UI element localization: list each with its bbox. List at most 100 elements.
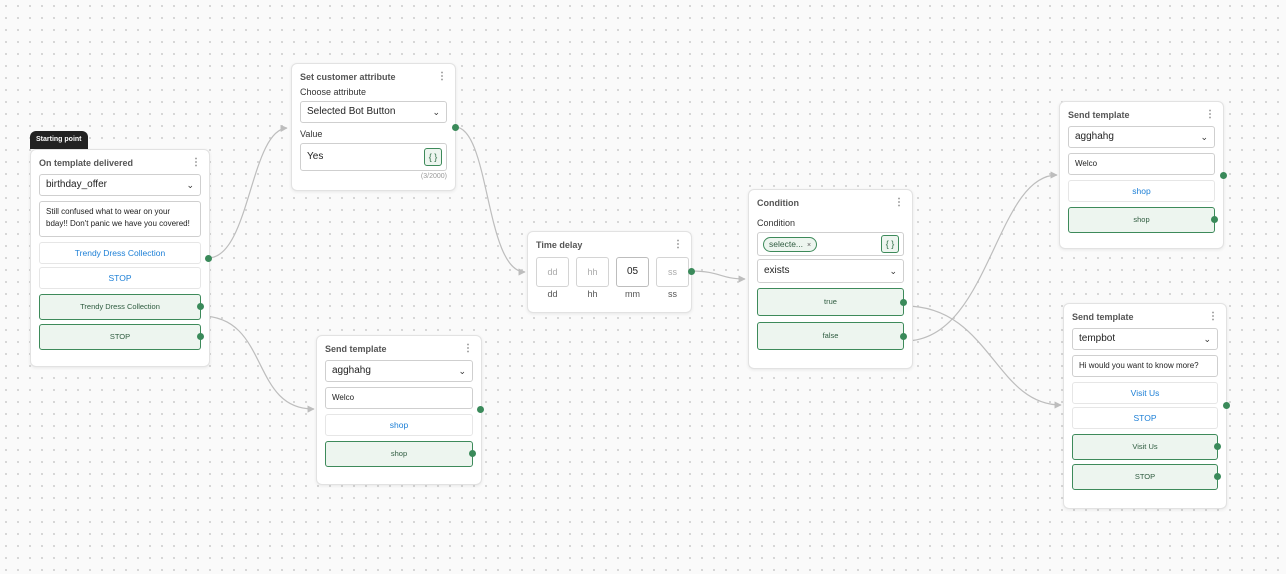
template-message: Welco [1068,153,1215,175]
send-template-title: Send template [1072,312,1134,322]
attribute-select-value: Selected Bot Button [307,106,396,117]
output-port[interactable] [469,450,476,457]
delay-minutes-label: mm [625,289,640,299]
kebab-menu-icon[interactable]: ⋮ [463,343,473,354]
start-node[interactable]: On template delivered ⋮ birthday_offer ⌄… [30,149,212,367]
reply-button-shop[interactable]: shop [1068,207,1218,233]
edge-start-link-to-attribute [207,124,288,259]
send-template-node-right[interactable]: Send template ⋮ tempbot ⌄ Hi would you w… [1063,303,1230,509]
template-select-value: agghahg [1075,131,1114,142]
branch-label: false [822,331,839,340]
edge-start-reply-to-send-template [200,315,315,413]
reply-button-stop[interactable]: STOP [1072,464,1221,490]
template-message: Still confused what to wear on your bday… [39,201,201,237]
link-button-stop[interactable]: STOP [39,267,201,289]
kebab-menu-icon[interactable]: ⋮ [673,239,683,250]
reply-button-label: shop [1133,215,1150,224]
value-label: Value [300,129,323,139]
template-message: Welco [325,387,473,409]
close-icon[interactable]: × [807,242,812,249]
reply-button-visit-us[interactable]: Visit Us [1072,434,1221,460]
output-port[interactable] [452,124,459,131]
reply-button-shop[interactable]: shop [325,441,476,467]
kebab-menu-icon[interactable]: ⋮ [1208,311,1218,322]
kebab-menu-icon[interactable]: ⋮ [1205,109,1215,120]
reply-button-stop[interactable]: STOP [39,324,204,350]
template-select[interactable]: agghahg ⌄ [1068,126,1215,148]
output-port[interactable] [1211,216,1218,223]
branch-label: true [824,297,837,306]
time-delay-node[interactable]: Time delay ⋮ dd dd hh hh 05 mm ss ss [527,231,695,313]
link-output-port[interactable] [1220,172,1227,179]
condition-title: Condition [757,198,799,208]
output-port[interactable] [900,333,907,340]
kebab-menu-icon[interactable]: ⋮ [437,71,447,82]
reply-button-label: STOP [1134,472,1156,481]
link-button-visit-us[interactable]: Visit Us [1072,382,1218,404]
variable-braces-icon[interactable]: { } [424,148,442,166]
edge-condition-false-to-send-template [904,305,1062,409]
start-node-title: On template delivered [39,158,134,168]
output-port[interactable] [197,333,204,340]
link-button-stop[interactable]: STOP [1072,407,1218,429]
operator-select[interactable]: exists ⌄ [757,259,904,283]
branch-true-button[interactable]: true [757,288,907,316]
delay-hours-label: hh [587,289,598,299]
variable-chip[interactable]: selecte...× [763,237,818,252]
output-port[interactable] [900,299,907,306]
link-button-trendy-dress-collection[interactable]: Trendy Dress Collection [39,242,201,264]
kebab-menu-icon[interactable]: ⋮ [191,157,201,168]
link-output-port[interactable] [1223,402,1230,409]
character-counter: (3/2000) [420,173,447,180]
chevron-down-icon: ⌄ [1200,132,1208,142]
branch-false-button[interactable]: false [757,322,907,350]
time-delay-title: Time delay [536,240,583,250]
attribute-value-text: Yes [307,151,324,162]
link-output-port[interactable] [477,406,484,413]
reply-button-trendy-dress-collection[interactable]: Trendy Dress Collection [39,294,204,320]
chevron-down-icon: ⌄ [432,107,440,117]
delay-minutes-input[interactable]: 05 [616,257,649,287]
template-message: Hi would you want to know more? [1072,355,1218,377]
kebab-menu-icon[interactable]: ⋮ [894,197,904,208]
starting-point-badge: Starting point [30,131,88,149]
template-select-value: agghahg [332,365,371,376]
delay-days-input[interactable]: dd [536,257,569,287]
template-select[interactable]: birthday_offer ⌄ [39,174,201,196]
variable-chip-label: selecte... [769,239,804,249]
chevron-down-icon: ⌄ [458,366,466,376]
output-port[interactable] [197,303,204,310]
condition-label: Condition [757,218,796,228]
edge-attribute-to-time-delay [454,126,526,276]
link-button-shop[interactable]: shop [325,414,473,436]
delay-seconds-input[interactable]: ss [656,257,689,287]
template-select-value: birthday_offer [46,179,107,190]
condition-variable-field[interactable]: selecte...× { } [757,232,904,256]
link-output-port[interactable] [205,255,212,262]
reply-button-label: STOP [109,332,131,341]
send-template-node-top[interactable]: Send template ⋮ agghahg ⌄ Welco shop sho… [1059,101,1227,249]
condition-node[interactable]: Condition ⋮ Condition selecte...× { } ex… [748,189,913,369]
send-template-title: Send template [1068,110,1130,120]
variable-braces-icon[interactable]: { } [881,235,899,253]
delay-hours-input[interactable]: hh [576,257,609,287]
template-select-value: tempbot [1079,333,1116,344]
template-select[interactable]: tempbot ⌄ [1072,328,1218,350]
output-port[interactable] [1214,443,1221,450]
reply-button-label: Trendy Dress Collection [80,302,160,311]
edge-time-delay-to-condition [690,270,746,283]
reply-button-label: Visit Us [1132,442,1158,451]
output-port[interactable] [688,268,695,275]
template-select[interactable]: agghahg ⌄ [325,360,473,382]
choose-attribute-label: Choose attribute [300,87,367,97]
send-template-title: Send template [325,344,387,354]
delay-seconds-label: ss [668,289,677,299]
set-attribute-node[interactable]: Set customer attribute ⋮ Choose attribut… [291,63,459,191]
attribute-value-input[interactable]: Yes { } [300,143,447,171]
link-button-shop[interactable]: shop [1068,180,1215,202]
chevron-down-icon: ⌄ [186,180,194,190]
chevron-down-icon: ⌄ [889,266,897,276]
attribute-select[interactable]: Selected Bot Button ⌄ [300,101,447,123]
output-port[interactable] [1214,473,1221,480]
send-template-node-middle[interactable]: Send template ⋮ agghahg ⌄ Welco shop sho… [316,335,484,485]
